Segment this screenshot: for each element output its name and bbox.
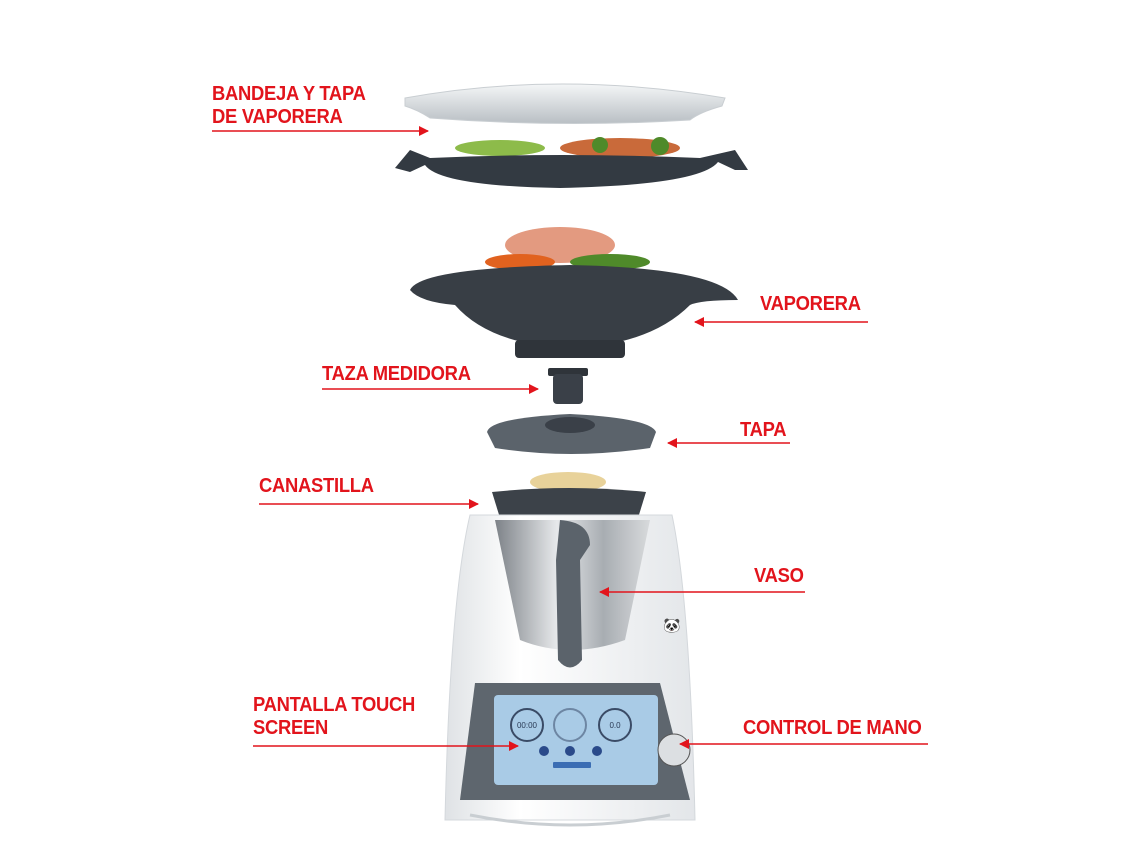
steamer-bowl xyxy=(410,227,738,358)
steamer-tray xyxy=(395,137,748,188)
label-tapa: TAPA xyxy=(740,419,787,441)
appliance-body: 🐼 00:00 0.0 xyxy=(444,514,696,827)
screen-speed: 0.0 xyxy=(609,721,621,730)
label-vaporera: VAPORERA xyxy=(760,293,861,315)
steamer-lid xyxy=(404,83,726,125)
screen-timer: 00:00 xyxy=(517,721,538,730)
label-bandeja-line1: BANDEJA Y TAPA xyxy=(212,83,366,105)
label-bandeja-line2: DE VAPORERA xyxy=(212,106,343,128)
label-pantalla: PANTALLA TOUCH SCREEN xyxy=(253,694,415,740)
measuring-cup xyxy=(548,368,588,404)
label-pantalla-line2: SCREEN xyxy=(253,717,329,739)
mixing-bowl-lid xyxy=(487,414,656,454)
label-canastilla: CANASTILLA xyxy=(259,475,374,497)
control-knob xyxy=(657,733,691,767)
basket xyxy=(492,472,646,523)
pointer-arrows xyxy=(212,126,928,751)
label-pantalla-line1: PANTALLA TOUCH xyxy=(253,694,416,716)
label-vaso: VASO xyxy=(754,565,804,587)
label-taza-medidora: TAZA MEDIDORA xyxy=(322,363,471,385)
label-bandeja: BANDEJA Y TAPA DE VAPORERA xyxy=(212,83,366,129)
svg-text:🐼: 🐼 xyxy=(663,617,681,633)
label-control-de-mano: CONTROL DE MANO xyxy=(743,717,922,739)
